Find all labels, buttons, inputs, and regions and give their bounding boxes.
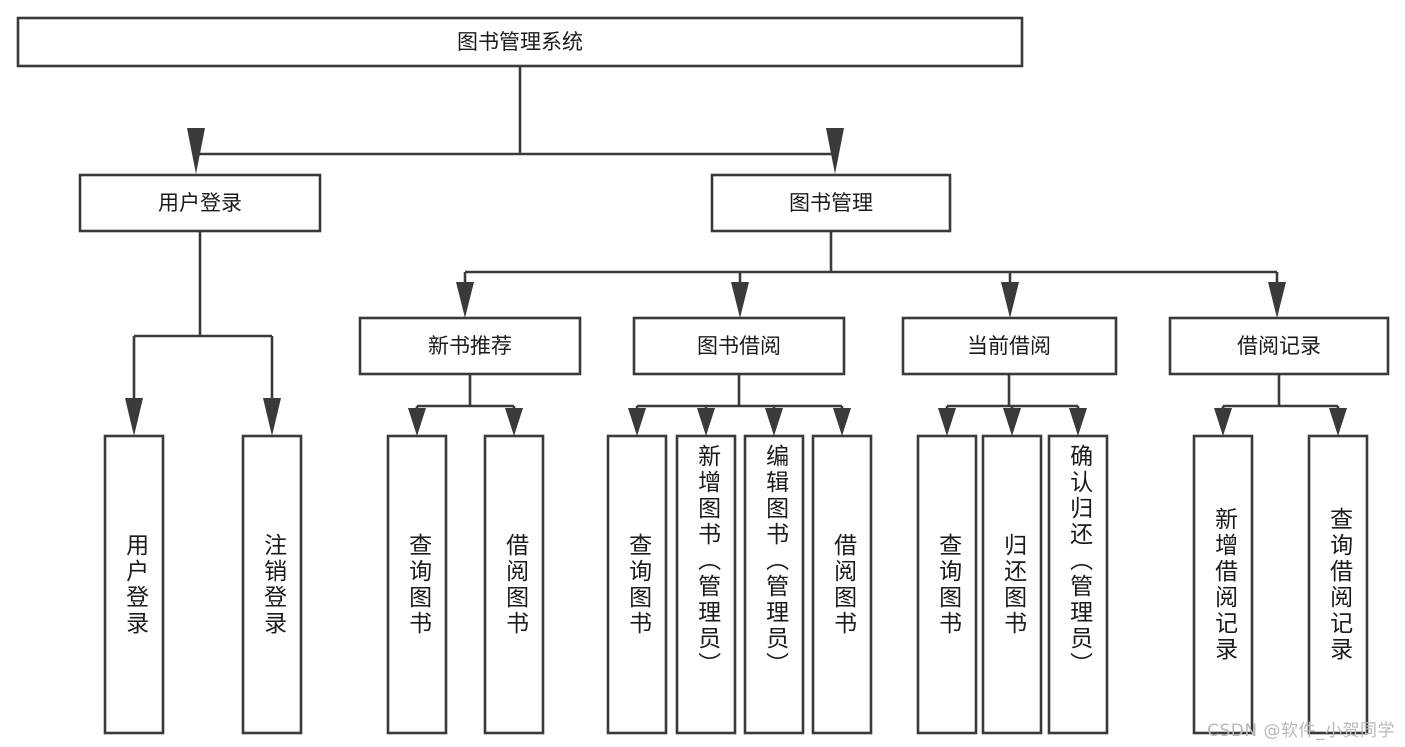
arrow-leaf-query-record xyxy=(1329,408,1347,436)
node-borrow-record-label: 借阅记录 xyxy=(1237,334,1321,358)
arrow-leaf-query-book-1 xyxy=(408,408,426,436)
arrow-leaf-user-logout xyxy=(263,398,281,436)
node-book-borrow-box[interactable] xyxy=(632,316,846,376)
node-leaf-edit-book-box[interactable] xyxy=(743,434,805,735)
node-borrow-record-box[interactable] xyxy=(1168,316,1390,376)
node-user-login-label: 用户登录 xyxy=(158,191,242,215)
node-leaf-borrow-book-2-box[interactable] xyxy=(811,434,873,735)
node-leaf-add-record-box[interactable] xyxy=(1192,434,1254,735)
connector-layer xyxy=(125,66,1347,436)
node-leaf-user-logout-box[interactable] xyxy=(241,434,303,735)
arrow-leaf-add-record xyxy=(1214,408,1232,436)
node-new-book-recommend-box[interactable] xyxy=(358,316,582,376)
arrow-leaf-return-book xyxy=(1003,408,1021,436)
arrow-book-borrow xyxy=(731,282,749,318)
arrow-leaf-confirm-return xyxy=(1069,408,1087,436)
node-leaf-query-book-2-box[interactable] xyxy=(606,434,668,735)
arrow-user-login xyxy=(187,128,205,174)
arrow-borrow-record xyxy=(1268,282,1286,318)
node-leaf-borrow-book-1-box[interactable] xyxy=(483,434,545,735)
node-book-borrow-label: 图书借阅 xyxy=(697,334,781,358)
watermark: CSDN @软件_小贺同学 xyxy=(1207,721,1395,741)
node-leaf-add-book-box[interactable] xyxy=(675,434,737,735)
arrow-book-management xyxy=(826,128,844,174)
node-root-box[interactable] xyxy=(16,16,1024,68)
node-leaf-confirm-return-box[interactable] xyxy=(1047,434,1109,735)
arrow-leaf-query-book-2 xyxy=(628,408,646,436)
arrow-leaf-edit-book xyxy=(765,408,783,436)
node-current-borrow-box[interactable] xyxy=(901,316,1118,376)
node-layer: 图书管理系统 用户登录 图书管理 新书推荐 图书借阅 当前借阅 借阅记录 xyxy=(16,16,1390,735)
node-book-management-box[interactable] xyxy=(710,173,952,233)
node-book-management-label: 图书管理 xyxy=(789,191,873,215)
arrow-current-borrow xyxy=(1001,282,1019,318)
arrow-leaf-borrow-book-1 xyxy=(505,408,523,436)
node-user-login-box[interactable] xyxy=(78,173,322,233)
node-current-borrow-label: 当前借阅 xyxy=(967,334,1051,358)
node-leaf-query-book-3-box[interactable] xyxy=(916,434,978,735)
arrow-leaf-user-login xyxy=(125,398,143,436)
node-leaf-query-record-box[interactable] xyxy=(1307,434,1369,735)
arrow-leaf-borrow-book-2 xyxy=(833,408,851,436)
node-new-book-recommend-label: 新书推荐 xyxy=(428,334,512,358)
node-root-label: 图书管理系统 xyxy=(457,30,583,54)
node-leaf-return-book-box[interactable] xyxy=(981,434,1043,735)
arrow-leaf-query-book-3 xyxy=(938,408,956,436)
arrow-new-book-recommend xyxy=(456,282,474,318)
node-leaf-query-book-1-box[interactable] xyxy=(386,434,448,735)
arrow-leaf-add-book xyxy=(697,408,715,436)
node-leaf-user-login-box[interactable] xyxy=(103,434,165,735)
